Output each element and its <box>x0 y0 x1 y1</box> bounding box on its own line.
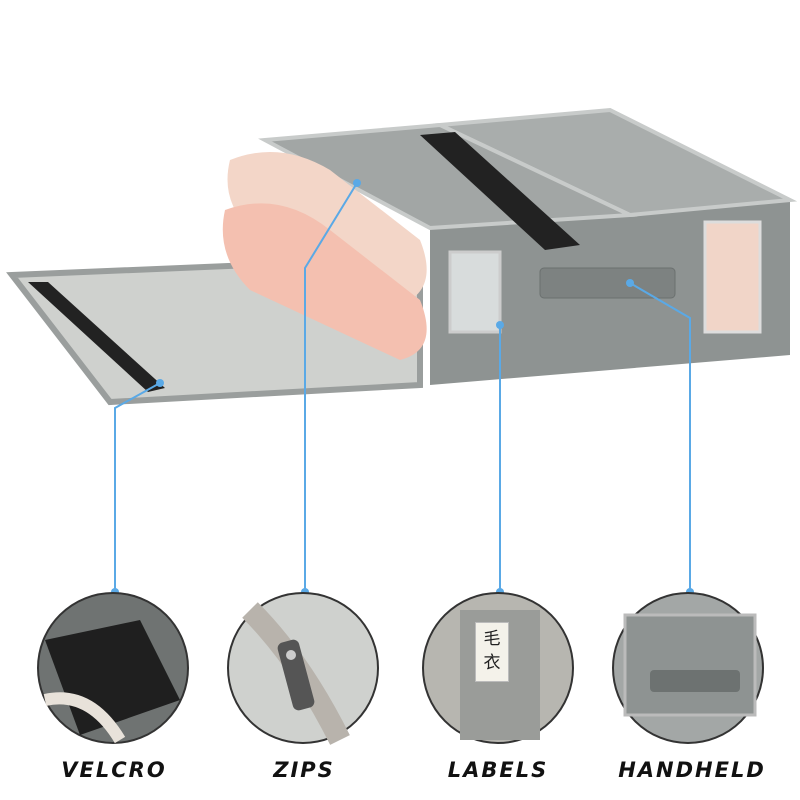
velcro-strip <box>28 282 165 392</box>
velcro-closeup-icon <box>37 592 189 744</box>
callout-lines <box>114 182 691 592</box>
zip-strip <box>420 132 580 250</box>
handle-closeup-icon <box>612 592 764 744</box>
feature-label-zips: ZIPS <box>273 758 335 782</box>
box-left-lid <box>258 122 638 231</box>
callout-dot <box>626 279 634 287</box>
callout-dot <box>156 379 164 387</box>
folded-towel-bottom <box>222 203 427 360</box>
callout-dot <box>353 179 361 187</box>
side-window <box>703 220 762 334</box>
callout-zips <box>304 182 358 592</box>
feature-label-handheld: HANDHELD <box>618 758 766 782</box>
label-tag: 毛衣 <box>475 622 509 682</box>
label-window <box>448 250 502 334</box>
label-closeup-icon <box>422 592 574 744</box>
callout-handheld <box>629 282 691 592</box>
zipper-closeup-icon <box>227 592 379 745</box>
handle <box>539 267 676 299</box>
feature-label-labels: LABELS <box>447 758 549 782</box>
callout-velcro <box>114 382 161 592</box>
feature-label-velcro: VELCRO <box>61 758 167 782</box>
callout-dot <box>496 321 504 329</box>
